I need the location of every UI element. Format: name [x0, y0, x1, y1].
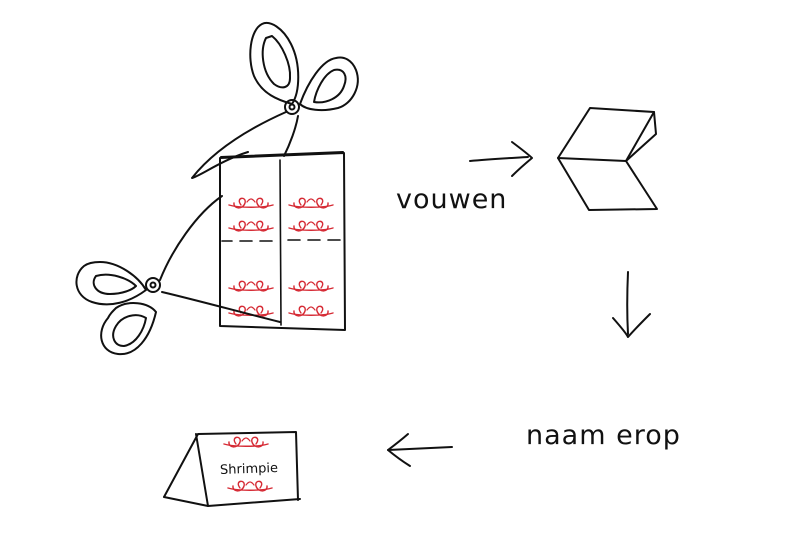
place-card-icon — [164, 432, 300, 506]
scissors-icon — [76, 196, 280, 354]
hand-drawn-arrow-icon — [470, 142, 532, 176]
printed-sheet — [220, 152, 345, 330]
hand-drawn-arrow-icon — [388, 434, 452, 466]
step-label-name: naam erop — [526, 420, 681, 451]
scissors-icon — [192, 23, 358, 178]
folded-paper-icon — [558, 108, 657, 210]
hand-drawn-arrow-icon — [613, 272, 650, 337]
place-card-name: Shrimpie — [219, 460, 279, 479]
step-label-fold: vouwen — [396, 184, 508, 215]
